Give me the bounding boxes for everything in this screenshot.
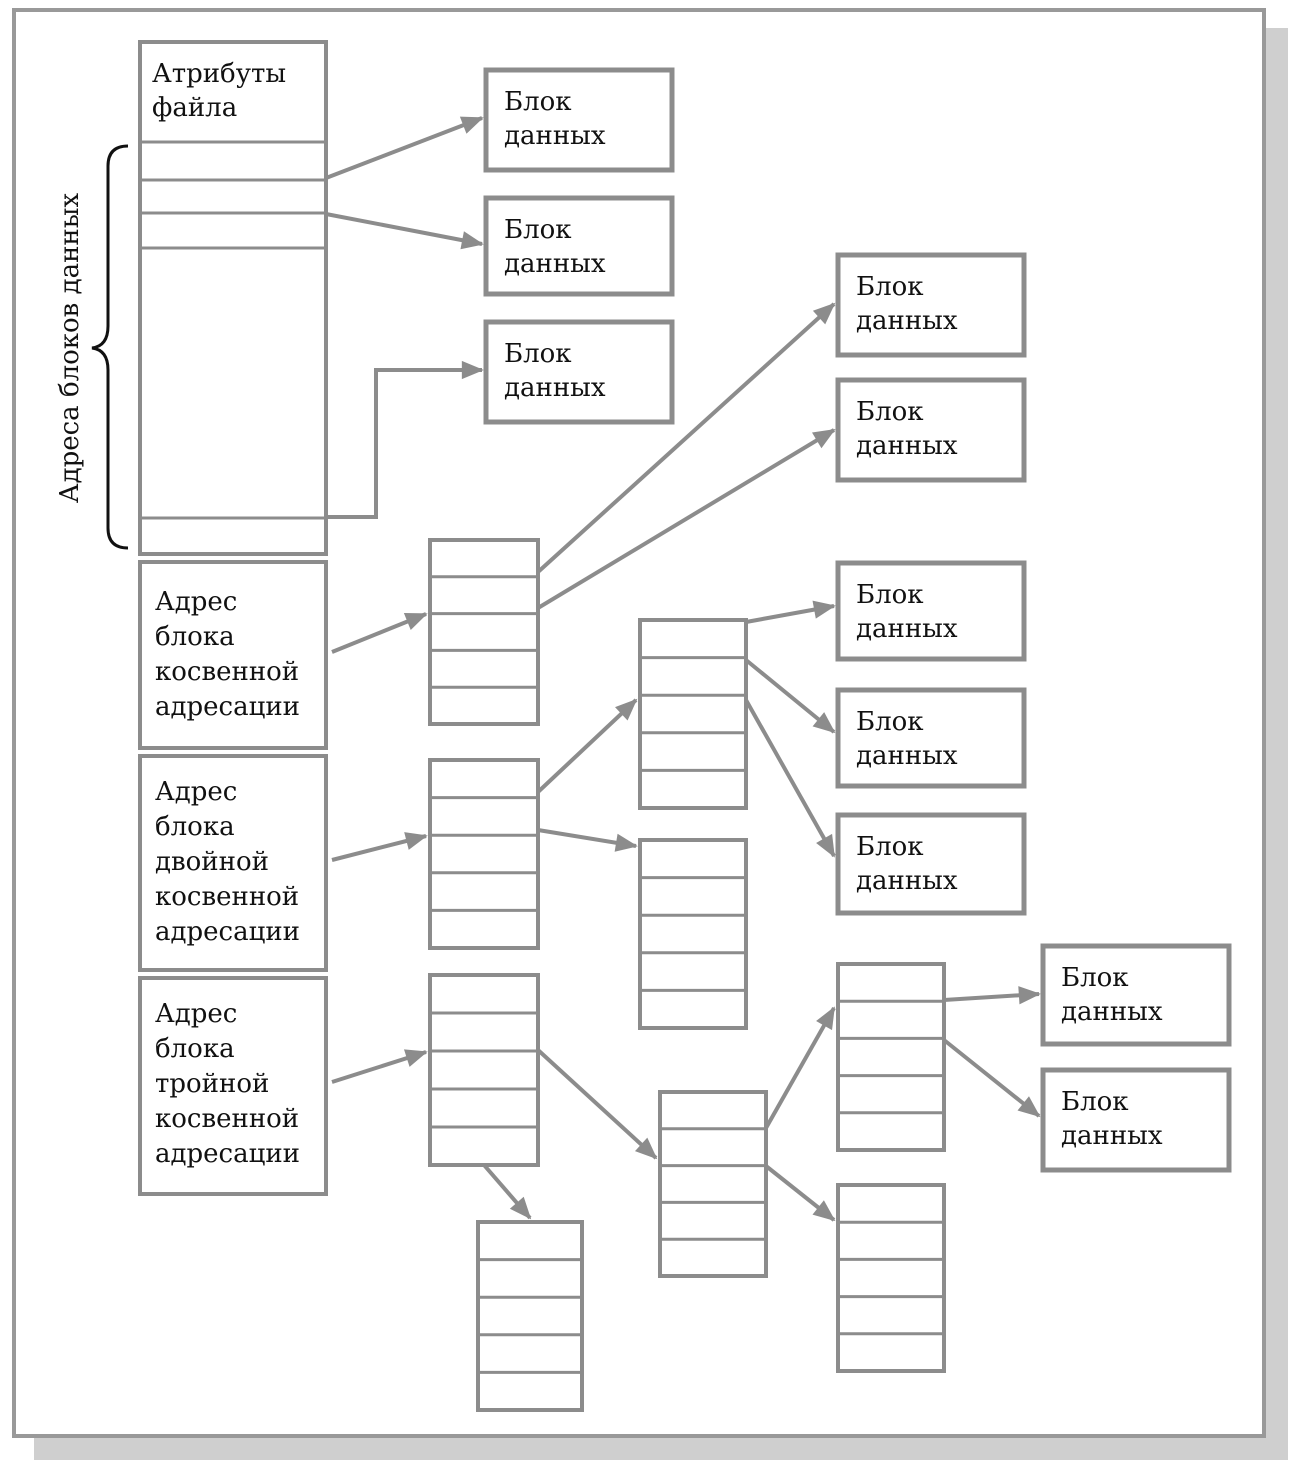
- arrow-layer: [325, 116, 1041, 1222]
- single-indirect-block: [428, 538, 540, 726]
- triple-indirect-field: [138, 976, 328, 1196]
- double-indirect-level2-block: [638, 838, 748, 1030]
- triple-indirect-level2-arrow: [536, 1048, 658, 1160]
- double-indirect-field: [138, 754, 328, 972]
- direct-addresses-brace: [91, 144, 129, 550]
- triple-indirect-data-arrow: [943, 986, 1041, 1005]
- triple-indirect-level2-block: [658, 1090, 768, 1278]
- single-indirect-arrow: [331, 612, 428, 654]
- triple-indirect-level3-block: [836, 1183, 946, 1373]
- direct-pointer-arrow: [325, 116, 484, 180]
- data-block: [483, 195, 675, 297]
- box-layer: [138, 40, 1232, 1412]
- double-indirect-level2-block: [638, 618, 748, 810]
- single-indirect-data-arrow: [536, 428, 836, 610]
- triple-indirect-level3-arrow: [764, 1164, 836, 1222]
- data-block: [835, 687, 1027, 789]
- triple-indirect-arrow: [331, 1049, 428, 1084]
- triple-indirect-level2-arrow: [482, 1163, 532, 1220]
- data-block: [1040, 1067, 1232, 1173]
- triple-indirect-level3-arrow: [764, 1006, 836, 1129]
- double-indirect-level2-arrow: [537, 828, 638, 852]
- double-indirect-data-arrow: [744, 658, 836, 734]
- direct-pointer-arrow: [325, 212, 484, 250]
- double-indirect-arrow: [331, 832, 428, 862]
- direct-addresses-label: Адреса блоков данных: [55, 193, 85, 504]
- triple-indirect-level2-block: [476, 1220, 584, 1412]
- double-indirect-level2-arrow: [536, 698, 638, 794]
- data-block: [835, 560, 1027, 662]
- data-block: [835, 252, 1027, 358]
- data-block: [483, 67, 675, 173]
- data-block: [835, 812, 1027, 916]
- data-block: [483, 319, 675, 425]
- data-block: [1040, 943, 1232, 1047]
- double-indirect-block: [428, 758, 540, 950]
- double-indirect-data-arrow: [744, 699, 836, 858]
- triple-indirect-level3-block: [836, 962, 946, 1152]
- double-indirect-data-arrow: [745, 600, 836, 624]
- single-indirect-field: [138, 560, 328, 750]
- inode-top-block: [138, 40, 328, 556]
- direct-pointer-arrow: [326, 360, 484, 519]
- triple-indirect-data-arrow: [942, 1038, 1041, 1118]
- triple-indirect-block: [428, 973, 540, 1167]
- single-indirect-data-arrow: [536, 302, 836, 574]
- data-block: [835, 377, 1027, 483]
